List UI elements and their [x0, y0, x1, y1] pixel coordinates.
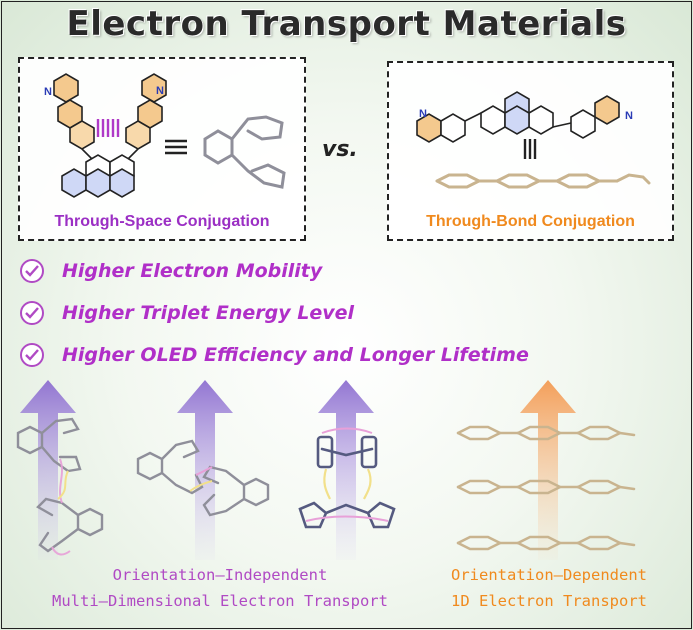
checkmark-circle-icon: [20, 301, 44, 325]
through-space-molecule: N N: [44, 73, 286, 198]
right-caption-line: 1D Electron Transport: [451, 592, 647, 610]
left-caption: Orientation—Independent Multi—Dimensiona…: [20, 562, 420, 614]
left-caption-line: Orientation—Independent: [112, 566, 328, 584]
linear-molecule-stack: [456, 425, 636, 551]
benefit-text: Higher Electron Mobility: [62, 260, 323, 282]
benefit-text: Higher Triplet Energy Level: [62, 302, 355, 324]
molecule-stack: [16, 417, 104, 553]
svg-text:N: N: [44, 86, 52, 98]
electron-flow-arrow: [20, 380, 76, 560]
through-space-label: Through-Space Conjugation: [54, 213, 270, 230]
svg-text:N: N: [625, 110, 633, 122]
through-space-panel: N N Throu: [18, 57, 306, 241]
through-bond-label: Through-Bond Conjugation: [426, 213, 635, 230]
versus-label: vs.: [322, 137, 358, 162]
benefit-text: Higher OLED Efficiency and Longer Lifeti…: [62, 344, 529, 366]
svg-text:N: N: [156, 85, 164, 97]
right-caption: Orientation—Dependent 1D Electron Transp…: [420, 562, 678, 614]
checkmark-circle-icon: [20, 259, 44, 283]
molecule-stack: [298, 435, 396, 529]
transport-illustration: [16, 380, 636, 560]
electron-flow-arrow: [318, 380, 374, 560]
benefit-item: Higher Triplet Energy Level: [20, 298, 354, 328]
left-caption-line: Multi—Dimensional Electron Transport: [52, 592, 388, 610]
page-title: Electron Transport Materials: [66, 4, 627, 44]
benefit-item: Higher OLED Efficiency and Longer Lifeti…: [20, 340, 529, 370]
through-bond-panel: N N Through-Bond Conjugation: [387, 61, 674, 241]
right-caption-line: Orientation—Dependent: [451, 566, 647, 584]
benefit-item: Higher Electron Mobility: [20, 256, 322, 286]
through-bond-molecule: N N: [416, 91, 651, 189]
checkmark-circle-icon: [20, 343, 44, 367]
svg-text:N: N: [419, 108, 427, 120]
electron-flow-arrow-1d: [520, 380, 576, 560]
